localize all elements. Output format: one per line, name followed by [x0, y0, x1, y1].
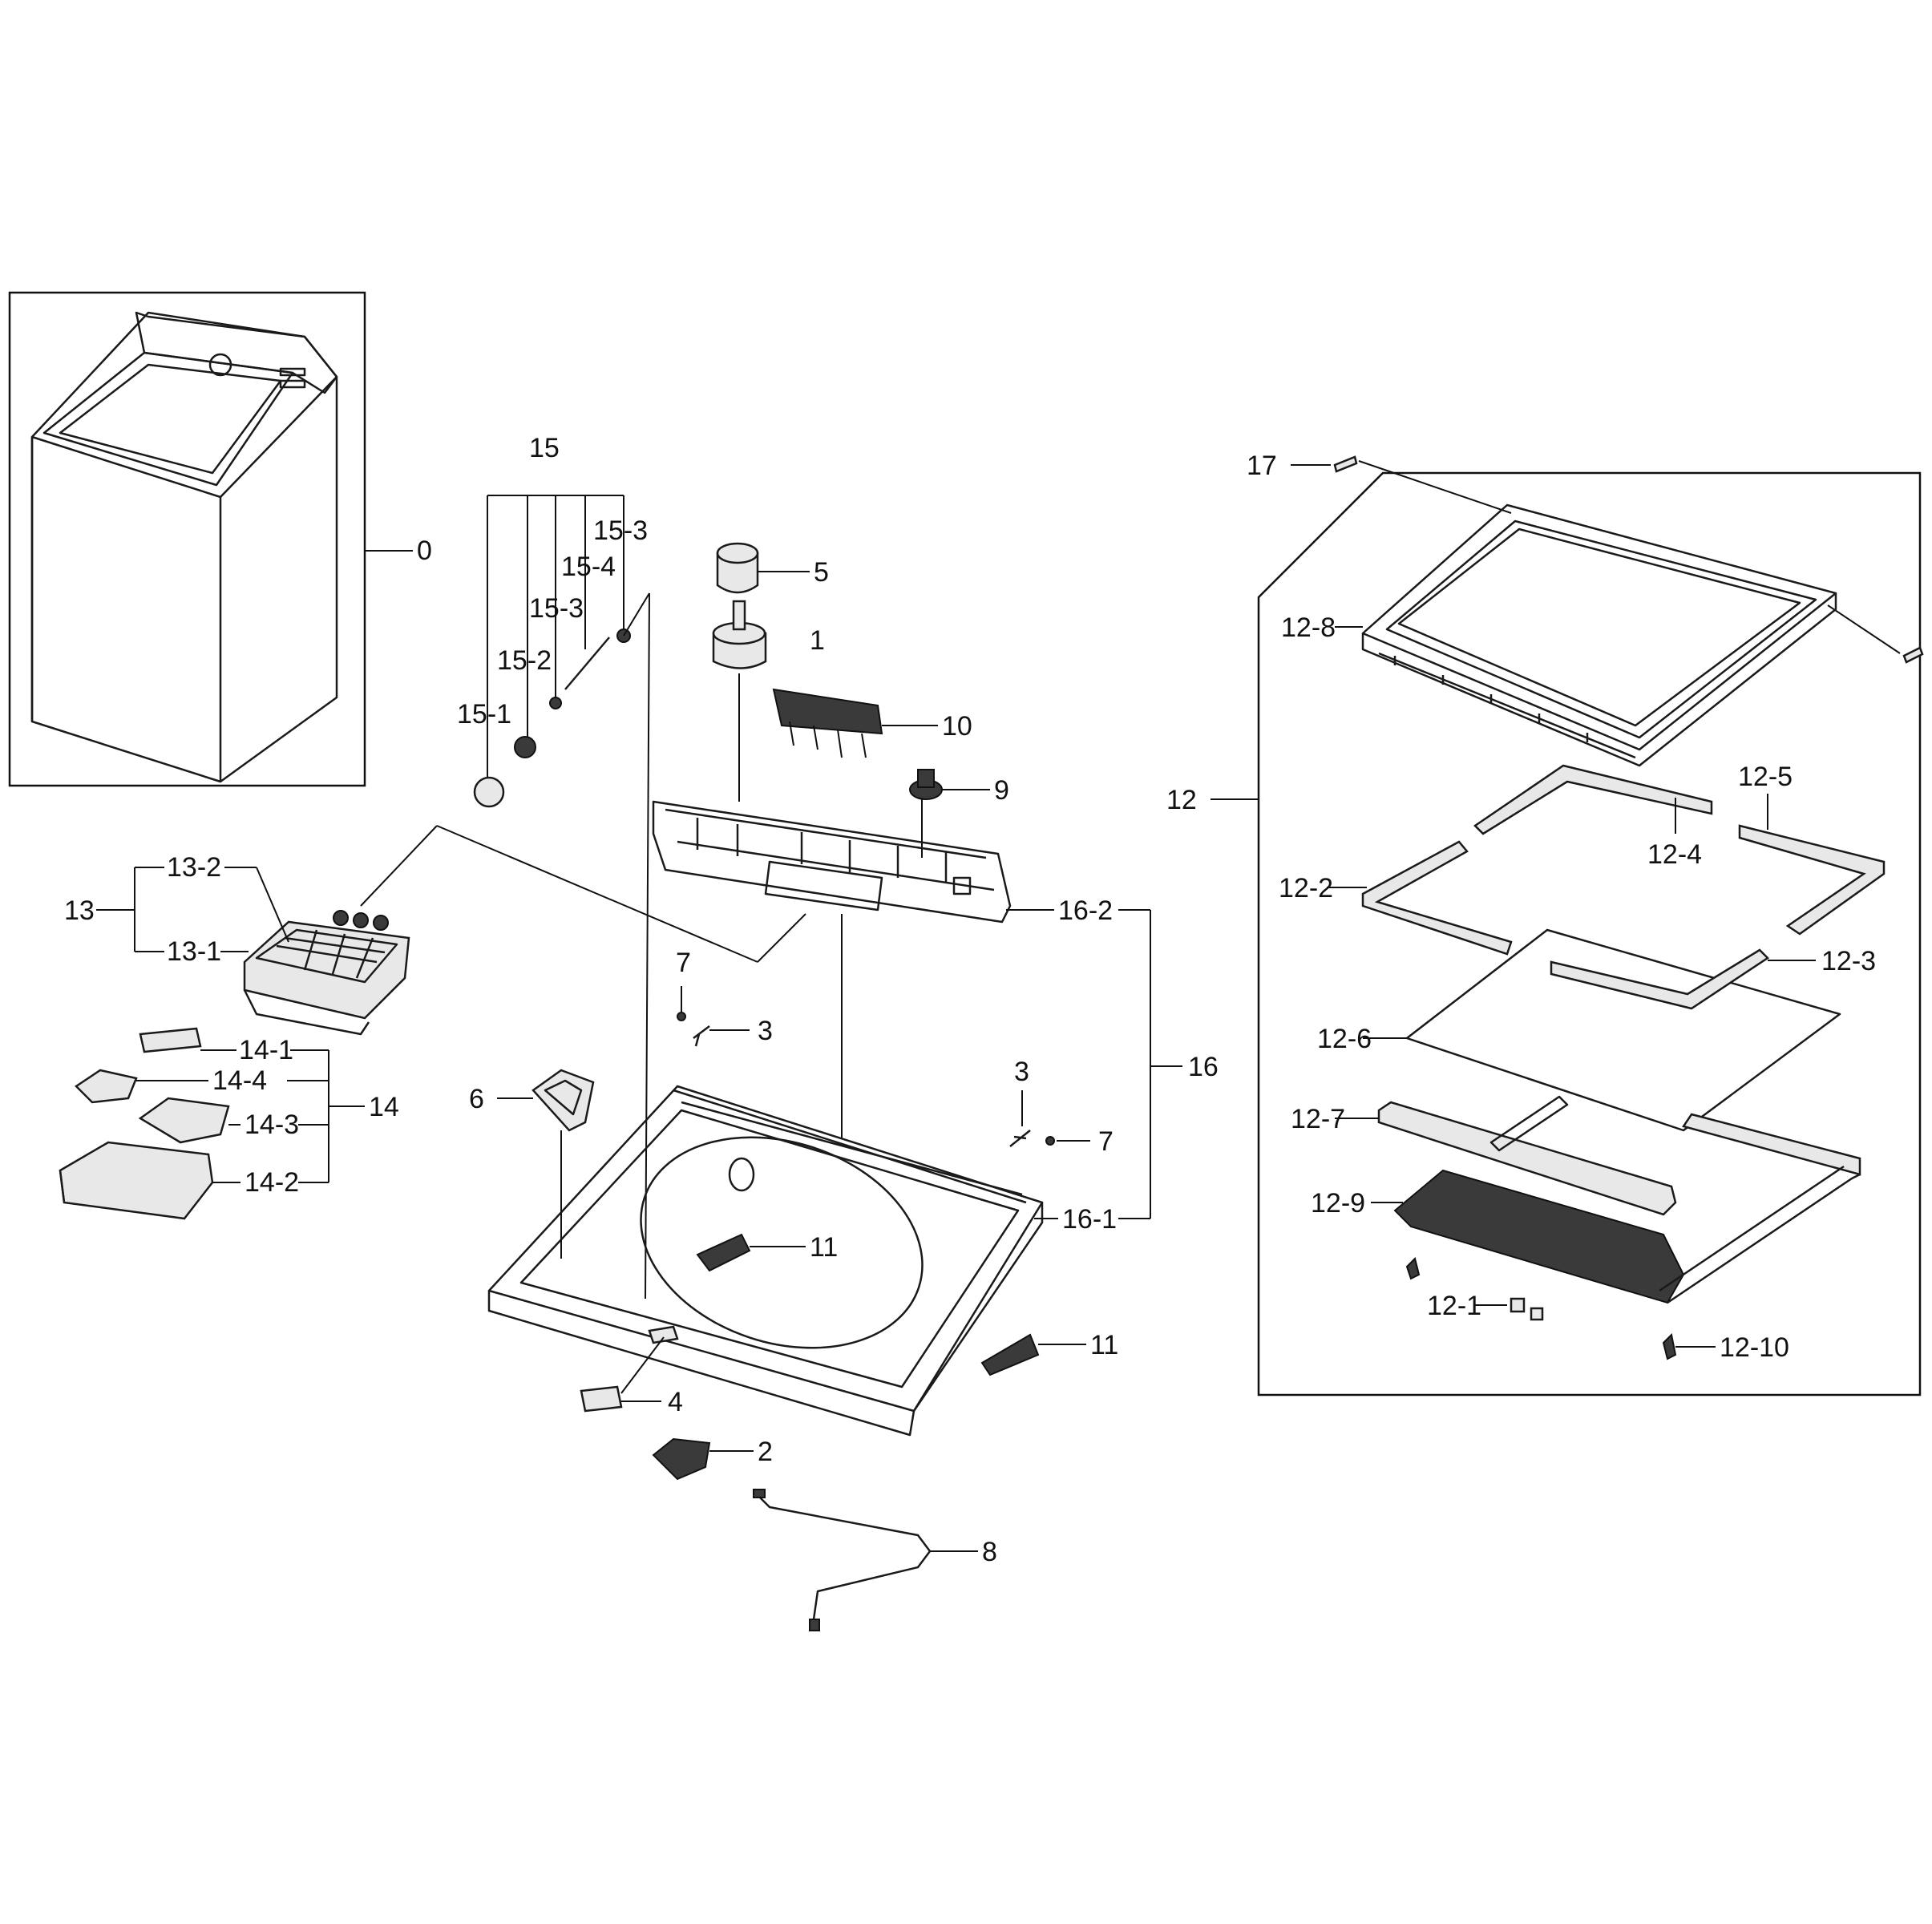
callout-11-upper: 11 — [810, 1232, 838, 1263]
switch-10 — [772, 688, 883, 758]
dispenser-13 — [243, 910, 410, 1036]
callout-2: 2 — [758, 1437, 773, 1467]
harness-8 — [753, 1489, 932, 1631]
callout-6: 6 — [469, 1084, 484, 1114]
callout-12-4: 12-4 — [1647, 839, 1702, 870]
callout-13-1: 13-1 — [167, 936, 221, 967]
callout-16: 16 — [1188, 1052, 1219, 1082]
callout-12-9: 12-9 — [1311, 1188, 1365, 1219]
callout-12-5: 12-5 — [1738, 762, 1793, 792]
glass-12-6 — [1405, 928, 1841, 1132]
callout-15-4: 15-4 — [561, 552, 616, 582]
callout-11-lower: 11 — [1090, 1330, 1118, 1360]
top-cover-16-1 — [487, 1085, 1044, 1437]
callout-16-2: 16-2 — [1058, 895, 1113, 926]
valve-9 — [909, 769, 943, 800]
callout-12-10: 12-10 — [1720, 1332, 1789, 1363]
callout-13-2: 13-2 — [167, 852, 221, 883]
callout-1: 1 — [810, 625, 825, 656]
callout-0: 0 — [417, 536, 432, 566]
callout-14-2: 14-2 — [245, 1167, 299, 1198]
callout-14-3: 14-3 — [245, 1110, 299, 1140]
callout-15: 15 — [529, 433, 560, 463]
shaft-1 — [712, 600, 767, 669]
callout-3-right: 3 — [1014, 1057, 1029, 1087]
callout-15-2: 15-2 — [497, 645, 552, 676]
damper-15 — [473, 495, 650, 808]
callout-14: 14 — [369, 1092, 399, 1122]
callout-8: 8 — [982, 1537, 997, 1567]
callout-7-left: 7 — [676, 948, 691, 978]
panel-frame-16-2 — [652, 800, 1012, 924]
callout-10: 10 — [942, 711, 972, 742]
callout-17: 17 — [1247, 451, 1277, 481]
dispenser-parts-14 — [59, 1027, 230, 1220]
callout-12-1: 12-1 — [1427, 1291, 1481, 1321]
callout-15-3-lower: 15-3 — [529, 593, 584, 624]
callout-12: 12 — [1166, 785, 1197, 815]
callout-15-1: 15-1 — [457, 699, 511, 730]
callout-9: 9 — [994, 775, 1009, 806]
knob-5 — [716, 542, 759, 594]
callout-12-6: 12-6 — [1317, 1024, 1372, 1054]
callout-12-3: 12-3 — [1821, 946, 1876, 976]
callout-14-4: 14-4 — [212, 1065, 267, 1096]
callout-5: 5 — [814, 557, 829, 588]
bleach-dispenser-6 — [532, 1069, 595, 1132]
callout-12-2: 12-2 — [1279, 873, 1333, 903]
handle-12-7 — [1377, 1101, 1677, 1216]
callout-12-7: 12-7 — [1291, 1104, 1345, 1134]
callout-15-3-upper: 15-3 — [593, 515, 648, 546]
callout-14-1: 14-1 — [239, 1035, 293, 1065]
callout-4: 4 — [668, 1387, 683, 1417]
callout-7-right: 7 — [1098, 1126, 1114, 1157]
washer-assembly — [8, 291, 366, 787]
door-frame-12-8 — [1361, 503, 1837, 767]
callout-3-left: 3 — [758, 1016, 773, 1046]
lower-frame-12-9 — [1393, 1095, 1861, 1304]
callout-12-8: 12-8 — [1281, 612, 1336, 643]
callout-16-1: 16-1 — [1062, 1204, 1117, 1235]
callout-13: 13 — [64, 895, 95, 926]
